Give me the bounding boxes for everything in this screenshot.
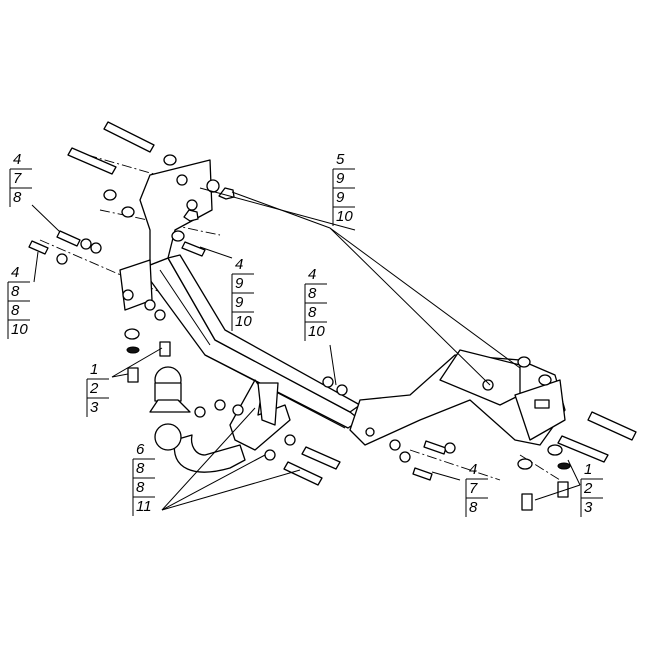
callout-number: 8: [13, 189, 22, 206]
callout-number: 10: [308, 323, 325, 340]
callout-number: 8: [469, 499, 478, 516]
callout-stack-8: 4 7 8: [465, 461, 488, 517]
receiver-bracket: [229, 379, 291, 451]
callout-number: 4: [235, 256, 243, 273]
callout-number: 8: [308, 304, 317, 321]
callout-number: 2: [583, 480, 593, 497]
long-bolts: [67, 121, 637, 486]
callout-number: 4: [469, 461, 477, 478]
tow-ball: [149, 366, 246, 473]
callout-stack-6: 1 2 3: [86, 361, 109, 417]
callout-number: 1: [90, 361, 98, 378]
callout-stack-5: 4 8 8 10: [304, 266, 327, 341]
center-lines: [39, 149, 561, 481]
callout-number: 3: [584, 499, 593, 516]
callout-number: 9: [336, 189, 345, 206]
callout-number: 8: [136, 479, 145, 496]
callout-number: 10: [336, 208, 353, 225]
callout-number: 9: [235, 294, 244, 311]
callout-number: 9: [235, 275, 244, 292]
callout-stack-1: 4 7 8: [9, 151, 32, 207]
callout-stack-9: 1 2 3: [580, 461, 603, 517]
callout-number: 8: [11, 302, 20, 319]
callout-stack-7: 6 8 8 11: [132, 441, 155, 516]
callout-number: 7: [469, 480, 478, 497]
callout-number: 4: [13, 151, 21, 168]
short-bolts: [28, 230, 569, 511]
callout-number: 5: [336, 151, 345, 168]
callout-number: 8: [11, 283, 20, 300]
washers-and-nuts: [56, 154, 571, 470]
callout-number: 1: [584, 461, 592, 478]
callout-number: 2: [89, 380, 99, 397]
callout-number: 11: [136, 498, 152, 515]
leader-lines: [31, 187, 581, 511]
right-bracket: [349, 349, 566, 446]
callout-stack-4: 4 9 9 10: [231, 256, 254, 331]
callout-number: 8: [308, 285, 317, 302]
callout-number: 10: [11, 321, 28, 338]
callout-stack-3: 5 9 9 10: [332, 151, 355, 226]
callout-number: 9: [336, 170, 345, 187]
callout-number: 8: [136, 460, 145, 477]
callout-number: 4: [308, 266, 316, 283]
callout-stack-2: 4 8 8 10: [7, 264, 30, 339]
callout-number: 4: [11, 264, 19, 281]
callout-number: 6: [136, 441, 145, 458]
left-bracket: [119, 159, 213, 311]
callout-number: 10: [235, 313, 252, 330]
callout-number: 3: [90, 399, 99, 416]
callout-number: 7: [13, 170, 22, 187]
